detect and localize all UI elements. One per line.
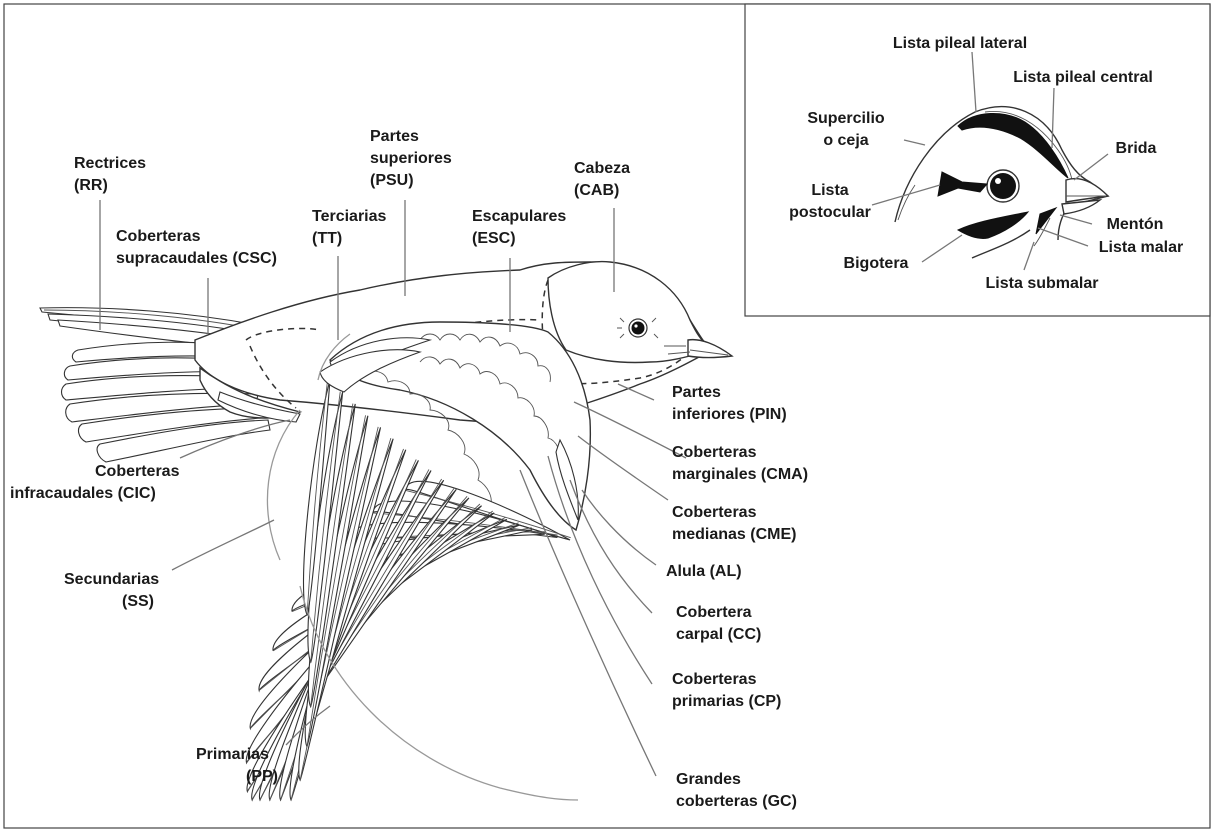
bird-illustration <box>40 262 732 800</box>
label-terciarias-line1: Terciarias <box>312 208 387 225</box>
inset-eye <box>990 173 1016 199</box>
label-terciarias-line2: (TT) <box>312 230 342 247</box>
leader-gc <box>520 470 656 776</box>
leader-partes-inferiores <box>618 384 654 400</box>
label-gc-line1: Grandes <box>676 771 741 788</box>
label-alula: Alula (AL) <box>666 563 742 580</box>
label-partes-superiores-line3: (PSU) <box>370 172 414 189</box>
label-primarias-line2: (PP) <box>246 768 278 785</box>
leader-cme <box>578 436 668 500</box>
label-cma-line2: marginales (CMA) <box>672 466 808 483</box>
label-supercilio-line1: Supercilio <box>807 110 885 127</box>
label-postocular-line2: postocular <box>789 204 871 221</box>
label-menton: Mentón <box>1107 216 1164 233</box>
label-cme-line2: medianas (CME) <box>672 526 796 543</box>
label-cme-line1: Coberteras <box>672 504 757 521</box>
label-postocular-line1: Lista <box>811 182 848 199</box>
label-gc-line2: coberteras (GC) <box>676 793 797 810</box>
label-partes-inferiores-line1: Partes <box>672 384 721 401</box>
label-cp-line1: Coberteras <box>672 671 757 688</box>
main-labels: Rectrices (RR) Partes superiores (PSU) C… <box>10 128 808 810</box>
bird-eye <box>632 322 645 335</box>
label-partes-superiores-line1: Partes <box>370 128 419 145</box>
label-lista-pileal-lateral: Lista pileal lateral <box>893 35 1027 52</box>
label-partes-inferiores-line2: inferiores (PIN) <box>672 406 787 423</box>
label-lista-submalar: Lista submalar <box>986 275 1099 292</box>
bird-eye-highlight <box>634 324 637 327</box>
label-cma-line1: Coberteras <box>672 444 757 461</box>
inset-eye-highlight <box>995 178 1001 184</box>
label-cic-line2: infracaudales (CIC) <box>10 485 156 502</box>
label-lista-pileal-central: Lista pileal central <box>1013 69 1153 86</box>
label-lista-malar: Lista malar <box>1099 239 1183 256</box>
label-secundarias-line2: (SS) <box>122 593 154 610</box>
label-escapulares-line2: (ESC) <box>472 230 516 247</box>
label-brida: Brida <box>1116 140 1157 157</box>
label-rectrices-line2: (RR) <box>74 177 108 194</box>
label-cic-line1: Coberteras <box>95 463 180 480</box>
label-cabeza-line1: Cabeza <box>574 160 630 177</box>
label-supercilio-line2: o ceja <box>823 132 868 149</box>
label-secundarias-line1: Secundarias <box>64 571 159 588</box>
leader-secundarias <box>172 520 274 570</box>
label-cabeza-line2: (CAB) <box>574 182 619 199</box>
label-escapulares-line1: Escapulares <box>472 208 566 225</box>
label-primarias-line1: Primarias <box>196 746 269 763</box>
label-csc-line2: supracaudales (CSC) <box>116 250 277 267</box>
label-rectrices-line1: Rectrices <box>74 155 146 172</box>
leader-alula <box>582 490 656 565</box>
label-bigotera: Bigotera <box>844 255 909 272</box>
label-partes-superiores-line2: superiores <box>370 150 452 167</box>
label-cc-line2: carpal (CC) <box>676 626 761 643</box>
label-cc-line1: Cobertera <box>676 604 752 621</box>
label-cp-line2: primarias (CP) <box>672 693 781 710</box>
label-csc-line1: Coberteras <box>116 228 201 245</box>
arc-secundarias <box>267 410 300 560</box>
head-detail-inset: Lista pileal lateral Lista pileal centra… <box>745 4 1210 316</box>
